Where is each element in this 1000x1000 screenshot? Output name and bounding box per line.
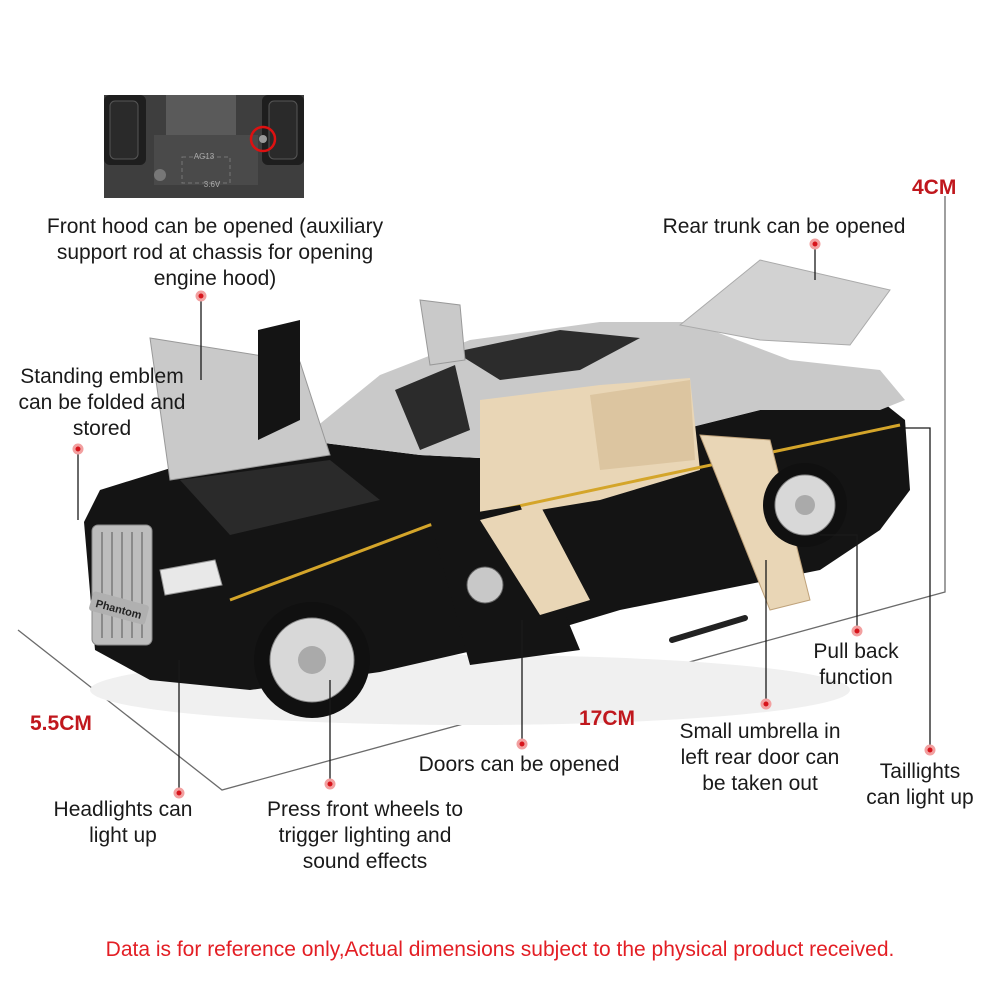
- pull-back-line-1: Pull back: [813, 640, 899, 663]
- front-hood-line-3: engine hood): [153, 267, 277, 290]
- front-wheels-line-2: trigger lighting and: [278, 824, 452, 847]
- standing-emblem-line-3: stored: [72, 417, 132, 440]
- taillights-line-1: Taillights: [879, 760, 961, 783]
- label-umbrella: Small umbrella in left rear door can be …: [662, 719, 858, 797]
- label-doors: Doors can be opened: [418, 753, 620, 776]
- dimension-height: 4CM: [912, 176, 957, 199]
- headlights-line-2: light up: [89, 824, 157, 847]
- label-standing-emblem: Standing emblem can be folded and stored: [0, 364, 204, 442]
- front-wheels-line-3: sound effects: [302, 850, 428, 873]
- standing-emblem-line-1: Standing emblem: [20, 365, 184, 388]
- headlights-line-1: Headlights can: [53, 798, 193, 821]
- battery-code: AG13: [194, 152, 215, 161]
- label-taillights: Taillights can light up: [850, 759, 990, 811]
- label-headlights: Headlights can light up: [30, 797, 216, 849]
- front-wheel: [254, 602, 370, 718]
- rear-wheel: [763, 463, 847, 547]
- umbrella-line-3: be taken out: [702, 772, 818, 795]
- taillights-line-2: can light up: [866, 786, 974, 809]
- dimension-length: 17CM: [579, 707, 636, 730]
- label-front-wheels: Press front wheels to trigger lighting a…: [240, 797, 490, 875]
- callout-lines: [77, 247, 931, 790]
- car-illustration: Phantom: [84, 259, 910, 725]
- dimension-width: 5.5CM: [30, 712, 92, 735]
- umbrella-line-2: left rear door can: [680, 746, 840, 769]
- chassis-detail-photo: AG13 3.6V: [104, 95, 304, 198]
- label-front-hood: Front hood can be opened (auxiliary supp…: [15, 214, 415, 292]
- front-wheels-line-1: Press front wheels to: [266, 798, 464, 821]
- front-hood-line-1: Front hood can be opened (auxiliary: [46, 215, 384, 238]
- umbrella-line-1: Small umbrella in: [679, 720, 841, 743]
- front-hood-line-2: support rod at chassis for opening: [56, 241, 374, 264]
- callout-dots: [72, 238, 936, 799]
- disclaimer-note: Data is for reference only,Actual dimens…: [105, 938, 895, 961]
- standing-emblem-line-2: can be folded and: [18, 391, 186, 414]
- label-pull-back: Pull back function: [800, 639, 912, 691]
- battery-label: 3.6V: [204, 180, 221, 189]
- pull-back-line-2: function: [819, 666, 893, 689]
- label-rear-trunk: Rear trunk can be opened: [662, 215, 906, 238]
